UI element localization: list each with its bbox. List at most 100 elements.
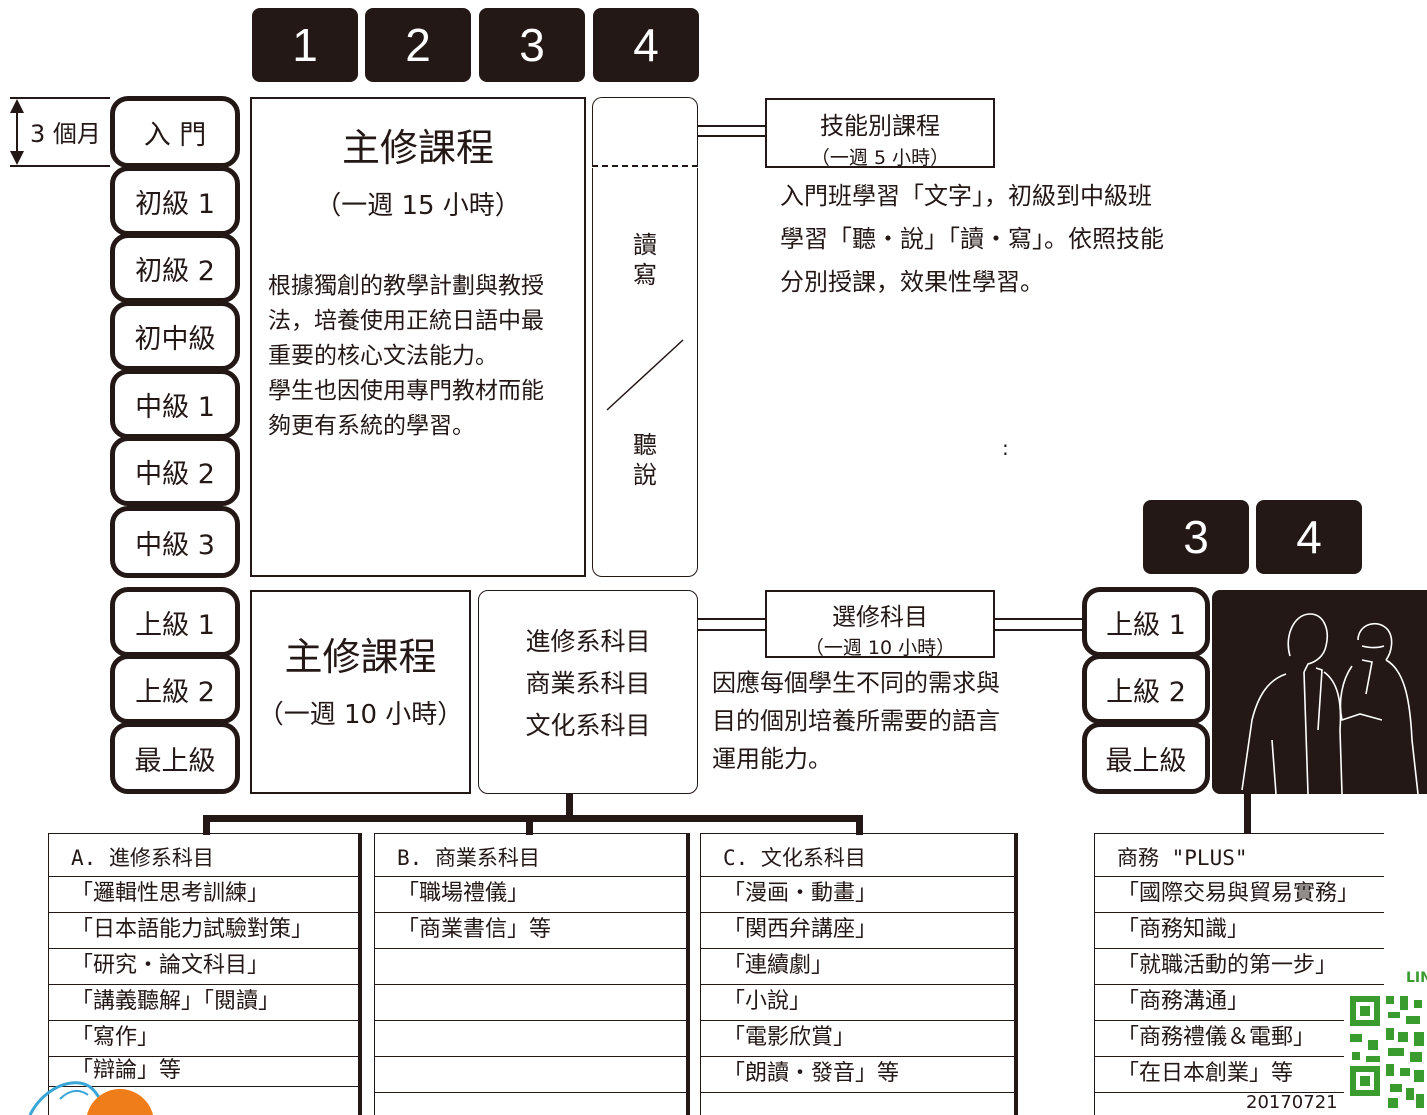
description-line: 入門班學習「文字」，初級到中級班 bbox=[780, 182, 1152, 210]
description-line: 因應每個學生不同的需求與 bbox=[712, 669, 1000, 697]
side-tab-4: 4 bbox=[1256, 500, 1362, 574]
connector-line bbox=[698, 629, 766, 631]
main-course-hours: （一週 15 小時） bbox=[315, 191, 521, 221]
list-item: 「連續劇」 bbox=[701, 948, 1014, 985]
upper-course-hours: （一週 10 小時） bbox=[257, 700, 464, 730]
list-item: 「研究・論文科目」 bbox=[49, 948, 358, 985]
elective-description: 因應每個學生不同的需求與 目的個別培養所需要的語言 運用能力。 bbox=[712, 664, 1000, 778]
tree-drop-line bbox=[203, 815, 210, 835]
skill-divider-line bbox=[606, 339, 684, 411]
description-line: 學習「聽・說」「讀・寫」。依照技能 bbox=[780, 225, 1164, 253]
tree-drop-line bbox=[526, 815, 533, 835]
list-item: 「就職活動的第一步」 bbox=[1095, 948, 1384, 985]
skill-read-write: 讀 寫 bbox=[593, 230, 697, 290]
tree-branch-line bbox=[203, 815, 863, 822]
skill-column-bottom: 讀 寫 聽 說 bbox=[592, 168, 698, 577]
list-business-header: 商務 "PLUS" bbox=[1095, 840, 1384, 877]
list-item: 「國際交易與貿易實務」 bbox=[1095, 876, 1384, 913]
description-line: 重要的核心文法能力。 bbox=[268, 343, 498, 369]
mascot-icon bbox=[28, 1081, 154, 1115]
skill-course-box: 技能別課程 （一週 5 小時） bbox=[765, 98, 995, 169]
list-item: 「講義聽解」「閱讀」 bbox=[49, 984, 358, 1021]
description-line: 運用能力。 bbox=[712, 745, 832, 773]
elective-title: 選修科目 bbox=[832, 603, 928, 631]
level-pre-intermediate: 初中級 bbox=[110, 301, 240, 371]
subject-types-box: 進修系科目 商業系科目 文化系科目 bbox=[478, 590, 698, 794]
tab-4: 4 bbox=[593, 8, 699, 82]
list-a-header: A. 進修系科目 bbox=[49, 840, 358, 877]
skill-char: 聽 bbox=[633, 431, 657, 459]
skill-course-hours: （一週 5 小時） bbox=[810, 147, 950, 169]
line-label: LIN bbox=[1406, 970, 1427, 986]
description-line: 夠更有系統的學習。 bbox=[268, 413, 475, 439]
business-people-image bbox=[1212, 590, 1427, 795]
main-course-description: 根據獨創的教學計劃與教授 法，培養使用正統日語中最 重要的核心文法能力。 學生也… bbox=[268, 269, 544, 444]
list-business: 商務 "PLUS" 「國際交易與貿易實務」 「商務知識」 「就職活動的第一步」 … bbox=[1094, 833, 1384, 1115]
list-c: C. 文化系科目 「漫画・動畫」 「関西弁講座」 「連續劇」 「小說」 「電影欣… bbox=[700, 833, 1018, 1115]
skill-course-title: 技能別課程 bbox=[820, 112, 940, 140]
qr-code-icon[interactable] bbox=[1344, 990, 1427, 1115]
list-item: 「日本語能力試驗對策」 bbox=[49, 912, 358, 949]
list-item: 「小說」 bbox=[701, 984, 1014, 1021]
list-c-header: C. 文化系科目 bbox=[701, 840, 1014, 877]
skill-char: 說 bbox=[633, 461, 657, 489]
connector-line bbox=[698, 618, 766, 620]
tree-drop-line bbox=[1244, 794, 1251, 834]
skill-char: 讀 bbox=[633, 231, 657, 259]
list-item bbox=[375, 1020, 686, 1057]
list-item: 「商務溝通」 bbox=[1095, 984, 1384, 1021]
list-item: 「辯論」等 bbox=[49, 1056, 358, 1087]
connector-line bbox=[698, 135, 766, 137]
connector-line bbox=[995, 629, 1083, 631]
subject-type: 商業系科目 bbox=[525, 669, 651, 698]
description-line: 法，培養使用正統日語中最 bbox=[268, 308, 544, 334]
level-top: 最上級 bbox=[110, 722, 240, 794]
list-item: 「邏輯性思考訓練」 bbox=[49, 876, 358, 913]
level-beginner-2: 初級 2 bbox=[110, 233, 240, 303]
description-line: 目的個別培養所需要的語言 bbox=[712, 707, 1000, 735]
level-intermediate-2: 中級 2 bbox=[110, 436, 240, 506]
list-item: 「電影欣賞」 bbox=[701, 1020, 1014, 1057]
tab-2: 2 bbox=[365, 8, 471, 82]
list-item bbox=[375, 984, 686, 1021]
duration-arrow-icon bbox=[10, 99, 24, 165]
right-level-advanced-2: 上級 2 bbox=[1082, 654, 1210, 724]
tab-3: 3 bbox=[479, 8, 585, 82]
connector-line bbox=[995, 618, 1083, 620]
skill-course-description: 入門班學習「文字」，初級到中級班 學習「聽・說」「讀・寫」。依照技能 分別授課，… bbox=[780, 175, 1164, 304]
side-tab-3: 3 bbox=[1143, 500, 1249, 574]
level-advanced-1: 上級 1 bbox=[110, 587, 240, 657]
level-beginner-1: 初級 1 bbox=[110, 166, 240, 236]
list-a: A. 進修系科目 「邏輯性思考訓練」 「日本語能力試驗對策」 「研究・論文科目」… bbox=[48, 833, 362, 1115]
tree-trunk-line bbox=[566, 794, 573, 818]
tab-1: 1 bbox=[252, 8, 358, 82]
subject-type: 進修系科目 bbox=[525, 627, 651, 656]
skill-column-top bbox=[592, 97, 698, 167]
business-people-silhouette-icon bbox=[1241, 613, 1419, 795]
right-level-top: 最上級 bbox=[1082, 722, 1210, 794]
tree-drop-line bbox=[856, 815, 863, 835]
level-advanced-2: 上級 2 bbox=[110, 654, 240, 724]
skill-listen-speak: 聽 說 bbox=[593, 430, 697, 490]
list-item bbox=[375, 948, 686, 985]
upper-course-box: 主修課程 （一週 10 小時） bbox=[250, 590, 471, 794]
upper-course-title: 主修課程 bbox=[284, 635, 437, 679]
description-line: 學生也因使用專門教材而能 bbox=[268, 378, 544, 404]
date-stamp: 20170721 bbox=[1246, 1092, 1338, 1113]
elective-box: 選修科目 （一週 10 小時） bbox=[765, 590, 995, 659]
list-item: 「職場禮儀」 bbox=[375, 876, 686, 913]
list-b: B. 商業系科目 「職場禮儀」 「商業書信」等 bbox=[374, 833, 690, 1115]
list-item bbox=[375, 1056, 686, 1093]
list-item: 「関西弁講座」 bbox=[701, 912, 1014, 949]
list-item: 「商業書信」等 bbox=[375, 912, 686, 949]
description-line: 根據獨創的教學計劃與教授 bbox=[268, 273, 544, 299]
subject-type: 文化系科目 bbox=[525, 711, 651, 740]
duration-label: 3 個月 bbox=[30, 120, 101, 148]
duration-top-line bbox=[10, 97, 110, 99]
main-course-box: 主修課程 （一週 15 小時） 根據獨創的教學計劃與教授 法，培養使用正統日語中… bbox=[250, 97, 586, 577]
list-item: 「漫画・動畫」 bbox=[701, 876, 1014, 913]
list-item: 「商務知識」 bbox=[1095, 912, 1384, 949]
duration-bottom-line bbox=[10, 165, 110, 167]
right-level-advanced-1: 上級 1 bbox=[1082, 587, 1210, 657]
elective-hours: （一週 10 小時） bbox=[804, 637, 956, 659]
